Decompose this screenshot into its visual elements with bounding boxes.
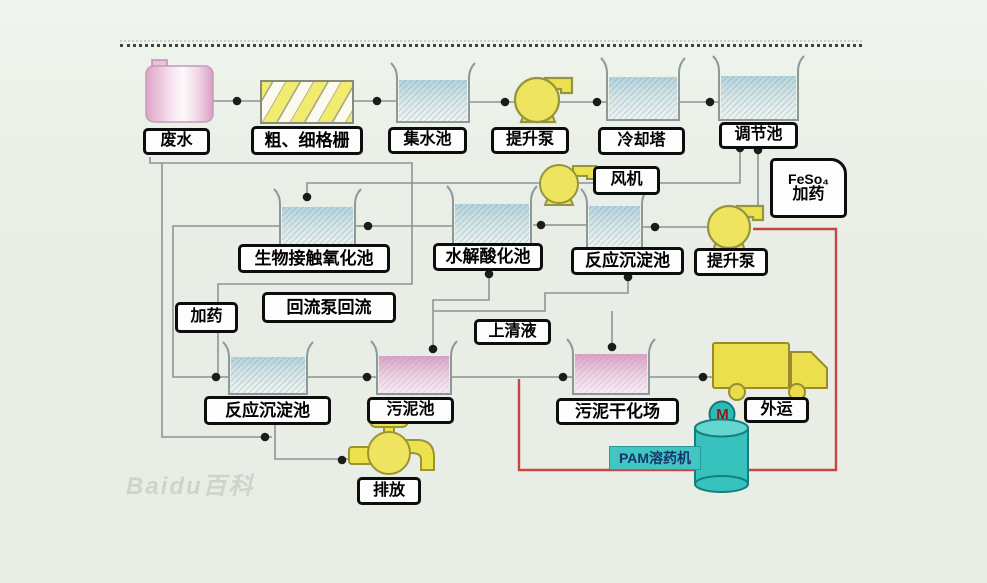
label-supernatant: 上清液 — [474, 319, 551, 345]
wastewater-tank-icon — [145, 59, 214, 123]
watermark: Baidu百科 — [126, 473, 255, 500]
label-hydrolysis-tank: 水解酸化池 — [433, 243, 543, 271]
hydrolysis-tank-icon — [446, 185, 538, 251]
label-reflux-pump: 回流泵回流 — [262, 292, 396, 323]
label-collecting-tank: 集水池 — [388, 127, 467, 154]
label-cooling-tower: 冷却塔 — [598, 127, 685, 155]
top-dotted-divider — [120, 44, 862, 47]
feso4-dosing-text: 加药 — [792, 185, 825, 203]
label-dosing: 加药 — [175, 302, 238, 333]
fan-pump-icon — [539, 164, 597, 206]
bar-screen-icon — [260, 80, 354, 124]
dosing-line-red — [517, 227, 838, 472]
label-pam-machine: PAM溶药机 — [609, 446, 701, 470]
sludge-drying-tank-icon — [566, 338, 656, 395]
cooling-tower-tank-icon — [600, 57, 686, 121]
bio-contact-tank-icon — [273, 188, 362, 251]
label-bio-contact-tank: 生物接触氧化池 — [238, 244, 390, 273]
label-wastewater: 废水 — [143, 128, 210, 155]
junction-dots — [211, 96, 763, 465]
label-regulating-tank: 调节池 — [719, 122, 798, 149]
sludge-tank-icon — [370, 340, 458, 395]
label-bar-screen: 粗、细格栅 — [251, 126, 363, 155]
truck-icon — [712, 342, 828, 401]
collecting-tank-icon — [390, 62, 476, 123]
label-feso4-dosing: FeSo₄ 加药 — [770, 158, 847, 218]
label-reaction-sed-tank-2: 反应沉淀池 — [571, 247, 684, 275]
top-dotted-divider-light — [120, 40, 862, 42]
label-lift-pump-2: 提升泵 — [694, 248, 768, 276]
label-fan: 风机 — [593, 166, 660, 195]
label-lift-pump-1: 提升泵 — [491, 127, 569, 154]
lift-pump-1-icon — [513, 76, 574, 124]
reaction-sedimentation-tank-2-icon — [580, 188, 649, 249]
label-outward-transport: 外运 — [744, 397, 809, 423]
pam-machine-icon — [694, 400, 749, 493]
regulating-tank-icon — [712, 55, 805, 121]
reaction-sedimentation-tank-1-icon — [222, 341, 314, 395]
feso4-formula: FeSo₄ — [788, 171, 829, 188]
motor-letter: M — [716, 405, 729, 423]
label-sludge-tank: 污泥池 — [367, 397, 454, 424]
label-discharge: 排放 — [357, 477, 421, 505]
lift-pump-2-icon — [706, 204, 765, 253]
label-sludge-drying-field: 污泥干化场 — [556, 398, 679, 425]
label-reaction-sed-tank-1: 反应沉淀池 — [204, 396, 331, 425]
